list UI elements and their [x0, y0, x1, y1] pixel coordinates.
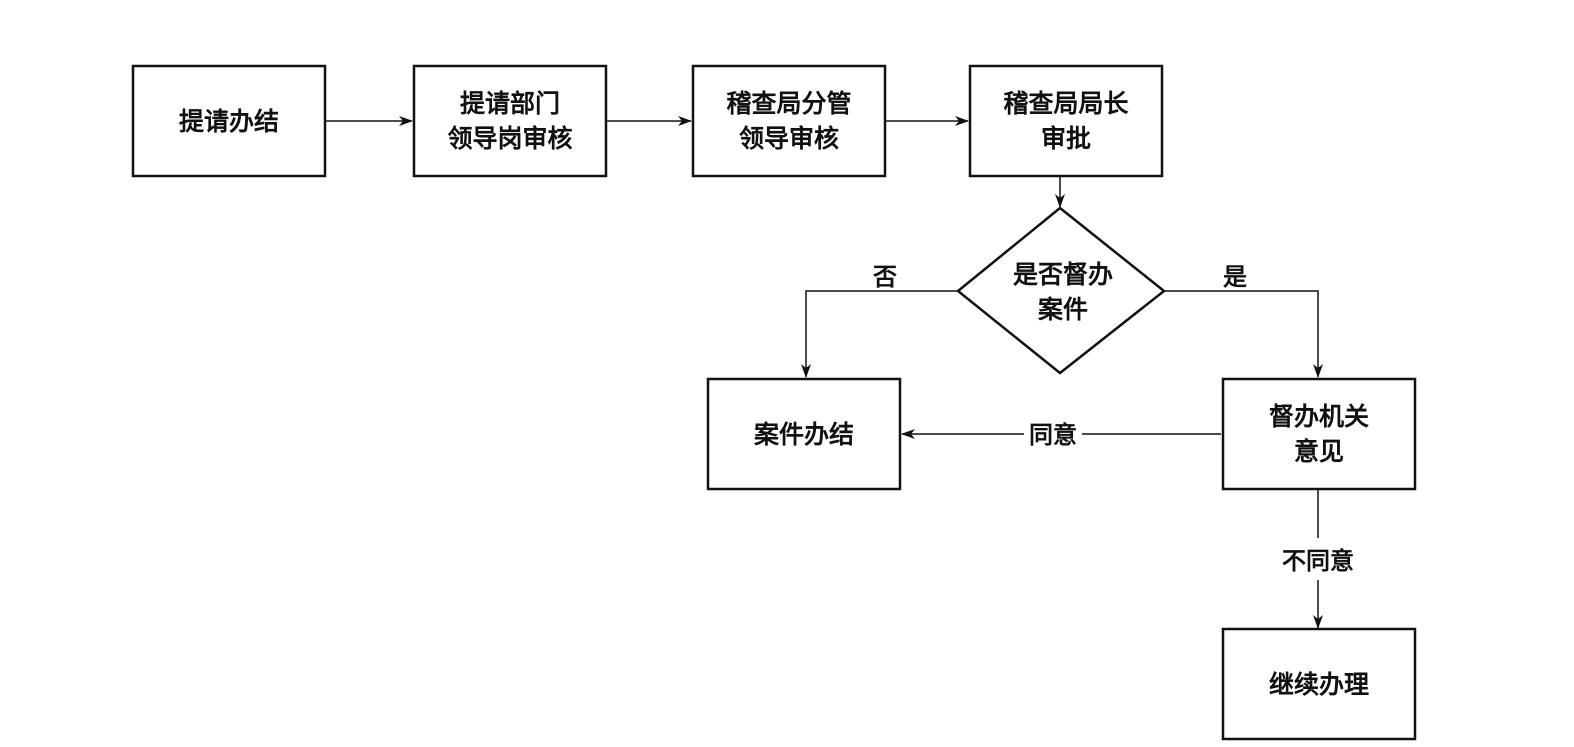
arrow-decision-yes [1164, 290, 1323, 378]
edge-label-disagree: 不同意 [1282, 547, 1354, 575]
node-submit-line-1: 提请办结 [179, 107, 279, 136]
edge-label-no: 否 [872, 263, 897, 291]
node-bureau-deputy-review: 稽查局分管 领导审核 [691, 64, 887, 178]
node-case-closed: 案件办结 [706, 377, 902, 491]
node-supervised-decision-line-2: 案件 [1037, 295, 1088, 324]
node-bureau-deputy-review-line-2: 领导审核 [739, 124, 839, 153]
node-bureau-chief-approval: 稽查局局长 审批 [968, 64, 1164, 178]
node-dept-review-line-2: 领导岗审核 [447, 124, 572, 153]
edge-label-agree: 同意 [1029, 421, 1077, 449]
node-submit: 提请办结 [131, 64, 327, 178]
node-case-closed-line-1: 案件办结 [753, 420, 854, 449]
node-dept-review: 提请部门 领导岗审核 [412, 64, 608, 178]
node-dept-review-line-1: 提请部门 [460, 89, 560, 118]
node-supervisor-opinion-line-1: 督办机关 [1269, 402, 1369, 431]
node-continue-handling-line-1: 继续办理 [1269, 670, 1369, 699]
node-bureau-chief-approval-line-1: 稽查局局长 [1003, 89, 1129, 118]
node-bureau-deputy-review-line-1: 稽查局分管 [726, 89, 851, 118]
node-supervisor-opinion-line-2: 意见 [1294, 437, 1344, 466]
arrow-decision-no [801, 290, 958, 378]
node-supervised-decision: 是否督办 案件 [956, 206, 1167, 375]
node-supervised-decision-line-1: 是否督办 [1013, 260, 1113, 289]
node-supervisor-opinion: 督办机关 意见 [1221, 377, 1417, 491]
edge-label-yes: 是 [1223, 263, 1247, 291]
node-bureau-chief-approval-line-2: 审批 [1041, 124, 1091, 153]
node-continue-handling: 继续办理 [1221, 627, 1417, 741]
